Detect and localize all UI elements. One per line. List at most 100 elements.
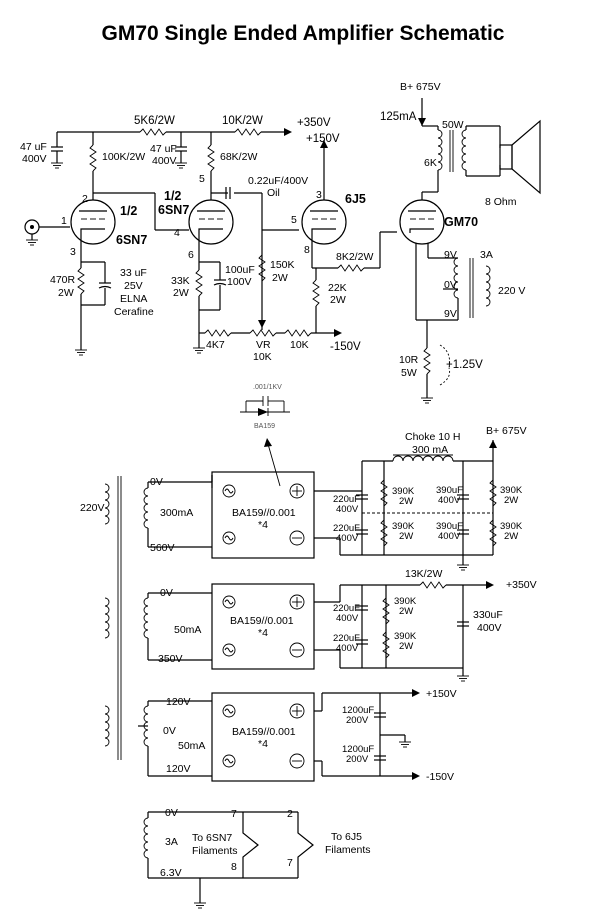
svg-text:100K/2W: 100K/2W — [102, 151, 145, 163]
svg-text:-150V: -150V — [426, 771, 454, 783]
svg-text:33 uF: 33 uF — [120, 267, 147, 279]
svg-text:220 V: 220 V — [498, 285, 525, 297]
resistor-68k — [207, 144, 215, 172]
filament-supply: 0V 3A 6.3V 7 8 To 6SN7 Filaments 2 7 To … — [143, 807, 371, 909]
svg-text:Filaments: Filaments — [192, 845, 238, 857]
svg-text:2: 2 — [287, 808, 293, 820]
svg-text:390K: 390K — [500, 485, 523, 496]
pin-label-tube2-plate: 5 — [199, 173, 205, 185]
svg-text:3: 3 — [316, 189, 322, 201]
svg-text:2W: 2W — [330, 294, 346, 306]
svg-text:2W: 2W — [399, 641, 413, 652]
supply-150v: 120V 0V 50mA 120V BA159//0.001 *4 +150V … — [104, 688, 457, 783]
hv-winding-560 — [143, 487, 149, 529]
svg-text:68K/2W: 68K/2W — [220, 151, 257, 163]
svg-text:220uF: 220uF — [333, 603, 360, 614]
svg-text:4K7: 4K7 — [206, 339, 225, 351]
svg-text:1200uF: 1200uF — [342, 744, 374, 755]
svg-text:Cerafine: Cerafine — [114, 306, 154, 318]
filament-transformer-primary — [485, 265, 491, 307]
connector-6j5-filaments — [297, 812, 314, 878]
svg-text:390K: 390K — [500, 521, 523, 532]
svg-text:0V: 0V — [163, 725, 176, 737]
tube-gm70-icon — [399, 199, 445, 245]
svg-text:1/2: 1/2 — [120, 204, 137, 218]
svg-text:390uF: 390uF — [436, 485, 463, 496]
svg-text:-150V: -150V — [330, 341, 361, 353]
svg-text:6SN7: 6SN7 — [158, 203, 189, 217]
svg-text:To 6SN7: To 6SN7 — [192, 832, 232, 844]
svg-text:400V: 400V — [438, 531, 461, 542]
tube-6j5-icon — [301, 199, 347, 245]
output-transformer-primary — [437, 129, 443, 171]
svg-text:5: 5 — [291, 214, 297, 226]
svg-text:Filaments: Filaments — [325, 844, 371, 856]
output-transformer-secondary — [461, 129, 467, 171]
filament-transformer-secondary — [453, 257, 459, 299]
label-5k6: 5K6/2W — [134, 115, 175, 127]
svg-text:50W: 50W — [442, 119, 464, 131]
svg-text:2W: 2W — [58, 287, 74, 299]
resistor-10r — [423, 347, 431, 375]
capacitor-33uf — [98, 282, 112, 289]
tube-6sn7-a-icon — [70, 199, 116, 245]
resistor-100k — [89, 144, 97, 172]
svg-text:400V: 400V — [22, 153, 47, 165]
tube-6sn7-b-icon — [188, 199, 234, 245]
svg-text:2W: 2W — [504, 495, 518, 506]
svg-text:8 Ohm: 8 Ohm — [485, 196, 517, 208]
svg-text:50mA: 50mA — [174, 624, 201, 636]
svg-text:BA159//0.001: BA159//0.001 — [230, 615, 294, 627]
svg-text:2W: 2W — [399, 496, 413, 507]
svg-text:100uF: 100uF — [225, 264, 255, 276]
svg-text:200V: 200V — [346, 715, 369, 726]
svg-text:*4: *4 — [258, 738, 268, 750]
svg-text:33K: 33K — [171, 275, 190, 287]
svg-text:10R: 10R — [399, 354, 419, 366]
svg-text:5W: 5W — [401, 367, 417, 379]
svg-text:350V: 350V — [158, 653, 183, 665]
svg-text:2W: 2W — [173, 287, 189, 299]
svg-text:2W: 2W — [272, 272, 288, 284]
svg-text:400V: 400V — [477, 622, 502, 634]
svg-text:0V: 0V — [165, 807, 178, 819]
potentiometer-vr — [249, 329, 277, 337]
svg-text:BA159//0.001: BA159//0.001 — [232, 726, 296, 738]
svg-text:150K: 150K — [270, 259, 295, 271]
svg-text:125mA: 125mA — [380, 111, 417, 123]
svg-text:4: 4 — [174, 227, 180, 239]
svg-text:220V: 220V — [80, 502, 105, 514]
resistor-4k7 — [204, 329, 232, 337]
svg-text:6.3V: 6.3V — [160, 867, 182, 879]
svg-text:*4: *4 — [258, 519, 268, 531]
amplifier-circuit: 5K6/2W 10K/2W +350V 47 uF 400V 100K/2W 4… — [20, 81, 541, 404]
svg-text:B+ 675V: B+ 675V — [400, 81, 441, 93]
bridge-rectifier-1 — [211, 471, 315, 559]
svg-text:390K: 390K — [392, 521, 415, 532]
svg-text:Choke 10 H: Choke 10 H — [405, 431, 460, 443]
svg-text:22K: 22K — [328, 282, 347, 294]
svg-text:50mA: 50mA — [178, 740, 205, 752]
capacitor-100uf — [213, 279, 227, 286]
svg-text:6SN7: 6SN7 — [116, 233, 147, 247]
svg-text:BA159//0.001: BA159//0.001 — [232, 507, 296, 519]
svg-text:390K: 390K — [394, 596, 417, 607]
svg-text:47 uF: 47 uF — [20, 141, 47, 153]
svg-text:7: 7 — [287, 857, 293, 869]
svg-text:+350V: +350V — [506, 579, 537, 591]
svg-text:400V: 400V — [336, 533, 359, 544]
svg-text:9V: 9V — [444, 249, 457, 261]
svg-text:3: 3 — [70, 246, 76, 258]
svg-text:10K: 10K — [290, 339, 309, 351]
resistor-22k — [312, 279, 320, 307]
svg-text:13K/2W: 13K/2W — [405, 568, 442, 580]
svg-text:300 mA: 300 mA — [412, 444, 448, 456]
svg-text:100V: 100V — [227, 276, 252, 288]
svg-text:1200uF: 1200uF — [342, 705, 374, 716]
diode-detail: .001/1KV BA159 — [240, 384, 290, 487]
svg-text:330uF: 330uF — [473, 609, 503, 621]
svg-text:220uF: 220uF — [333, 633, 360, 644]
svg-text:120V: 120V — [166, 763, 191, 775]
connector-6sn7-filaments — [242, 812, 259, 878]
svg-text:8: 8 — [231, 861, 237, 873]
